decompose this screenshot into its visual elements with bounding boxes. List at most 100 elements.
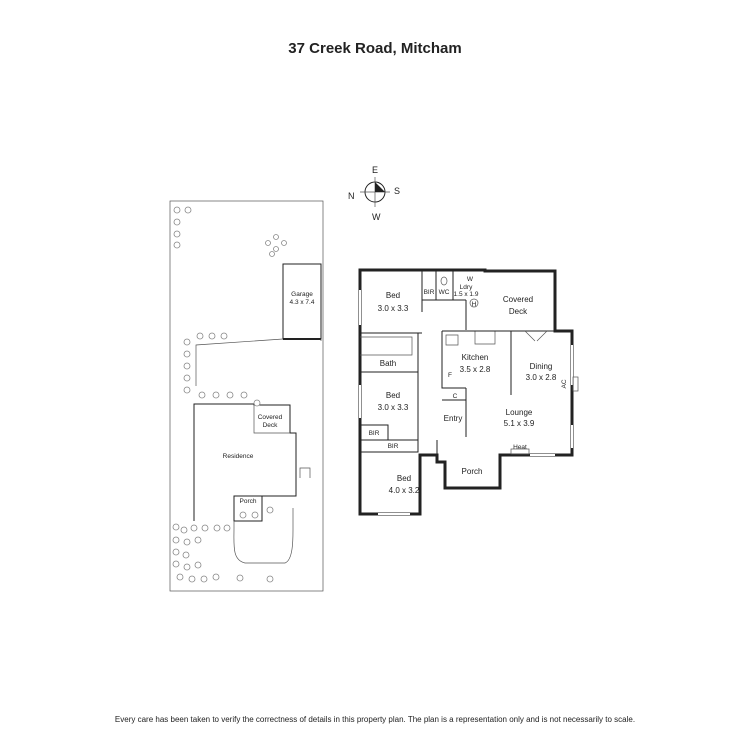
site-garage-size: 4.3 x 7.4	[290, 299, 315, 306]
bed3-label: Bed	[397, 474, 411, 483]
disclaimer-text: Every care has been taken to verify the …	[114, 715, 636, 724]
compass-e-label: E	[372, 165, 378, 175]
covered-deck-label-2: Deck	[509, 307, 528, 316]
tree-icon	[266, 506, 274, 514]
floor-plan-labels: Bed 3.0 x 3.3 BIR WC Ldry 1.5 x 1.9 W H …	[369, 276, 568, 495]
bed2-size: 3.0 x 3.3	[378, 403, 409, 412]
front-driveway	[233, 508, 294, 564]
tree-icon	[190, 524, 198, 532]
bir2-label: BIR	[369, 430, 380, 437]
tree-icon	[208, 332, 216, 340]
tree-icon	[180, 526, 188, 534]
tree-icon	[194, 536, 202, 544]
covered-deck-label-1: Covered	[503, 295, 533, 304]
site-vegetation	[172, 206, 287, 583]
tree-icon	[183, 386, 191, 394]
driveway-outline	[195, 338, 322, 386]
floor-plan	[358, 268, 579, 516]
site-covered-deck-outline	[253, 405, 290, 434]
lounge-label: Lounge	[506, 408, 533, 417]
outer-walls	[358, 268, 574, 516]
tree-icon	[172, 548, 180, 556]
kitchen-bench	[441, 331, 466, 389]
wall	[442, 330, 512, 395]
tree-icon	[213, 524, 221, 532]
bed3-size: 4.0 x 3.2	[389, 486, 420, 495]
tree-icon	[194, 561, 202, 569]
site-covered-label-1: Covered	[258, 414, 283, 421]
site-boundary	[169, 200, 324, 592]
tree-icon	[201, 524, 209, 532]
wall	[360, 439, 419, 453]
ac-unit	[572, 376, 579, 392]
tree-icon	[183, 362, 191, 370]
site-gate	[299, 467, 311, 478]
double-door	[524, 330, 548, 342]
bir3-label: BIR	[388, 443, 399, 450]
tree-icon	[196, 332, 204, 340]
tree-icon	[183, 538, 191, 546]
lounge-size: 5.1 x 3.9	[504, 419, 535, 428]
tree-icon	[183, 338, 191, 346]
tree-icon	[281, 240, 287, 246]
bath-label: Bath	[380, 359, 396, 368]
tree-icon	[239, 511, 247, 519]
ldry-size: 1.5 x 1.9	[454, 291, 479, 298]
tree-icon	[173, 206, 181, 214]
compass: E N S W	[348, 165, 400, 222]
compass-n-label: N	[348, 191, 355, 201]
tree-icon	[172, 536, 180, 544]
tree-icon	[188, 575, 196, 583]
tree-icon	[176, 573, 184, 581]
tree-icon	[253, 399, 261, 407]
tree-icon	[273, 246, 279, 252]
tree-icon	[183, 374, 191, 382]
tree-icon	[220, 332, 228, 340]
page-title: 37 Creek Road, Mitcham	[288, 40, 462, 57]
sink	[445, 334, 459, 346]
tree-icon	[269, 251, 275, 257]
tree-icon	[173, 230, 181, 238]
tree-icon	[212, 391, 220, 399]
site-garage-label: Garage	[291, 291, 313, 298]
wc-label: WC	[439, 289, 450, 296]
tree-icon	[172, 523, 180, 531]
heat-label: Heat	[513, 444, 527, 451]
compass-w-label: W	[372, 212, 381, 222]
tree-icon	[251, 511, 259, 519]
dining-label: Dining	[530, 362, 553, 371]
tree-icon	[223, 524, 231, 532]
tree-icon	[266, 575, 274, 583]
hot-water-unit	[469, 298, 479, 308]
cupboard-mark: C	[453, 393, 458, 400]
tree-icon	[198, 391, 206, 399]
tree-icon	[265, 240, 271, 246]
tree-icon	[183, 563, 191, 571]
tree-icon	[182, 551, 190, 559]
kitchen-label: Kitchen	[462, 353, 489, 362]
tree-icon	[184, 206, 192, 214]
fridge-mark: F	[448, 372, 452, 379]
compass-s-label: S	[394, 186, 400, 196]
kitchen-size: 3.5 x 2.8	[460, 365, 491, 374]
site-porch-label: Porch	[240, 498, 257, 505]
porch-label: Porch	[462, 467, 483, 476]
compass-needle	[375, 182, 385, 192]
site-residence-label: Residence	[223, 453, 254, 460]
tree-icon	[183, 350, 191, 358]
tree-icon	[212, 573, 220, 581]
bath-tub	[360, 336, 413, 356]
tree-icon	[172, 560, 180, 568]
tree-icon	[226, 391, 234, 399]
dining-size: 3.0 x 2.8	[526, 373, 557, 382]
bed2-label: Bed	[386, 391, 400, 400]
site-covered-label-2: Deck	[263, 422, 279, 429]
tree-icon	[200, 575, 208, 583]
ldry-label: Ldry	[460, 284, 473, 291]
tree-icon	[273, 234, 279, 240]
washer-mark: W	[467, 276, 474, 283]
tree-icon	[240, 391, 248, 399]
tree-icon	[236, 574, 244, 582]
heater	[510, 448, 530, 455]
